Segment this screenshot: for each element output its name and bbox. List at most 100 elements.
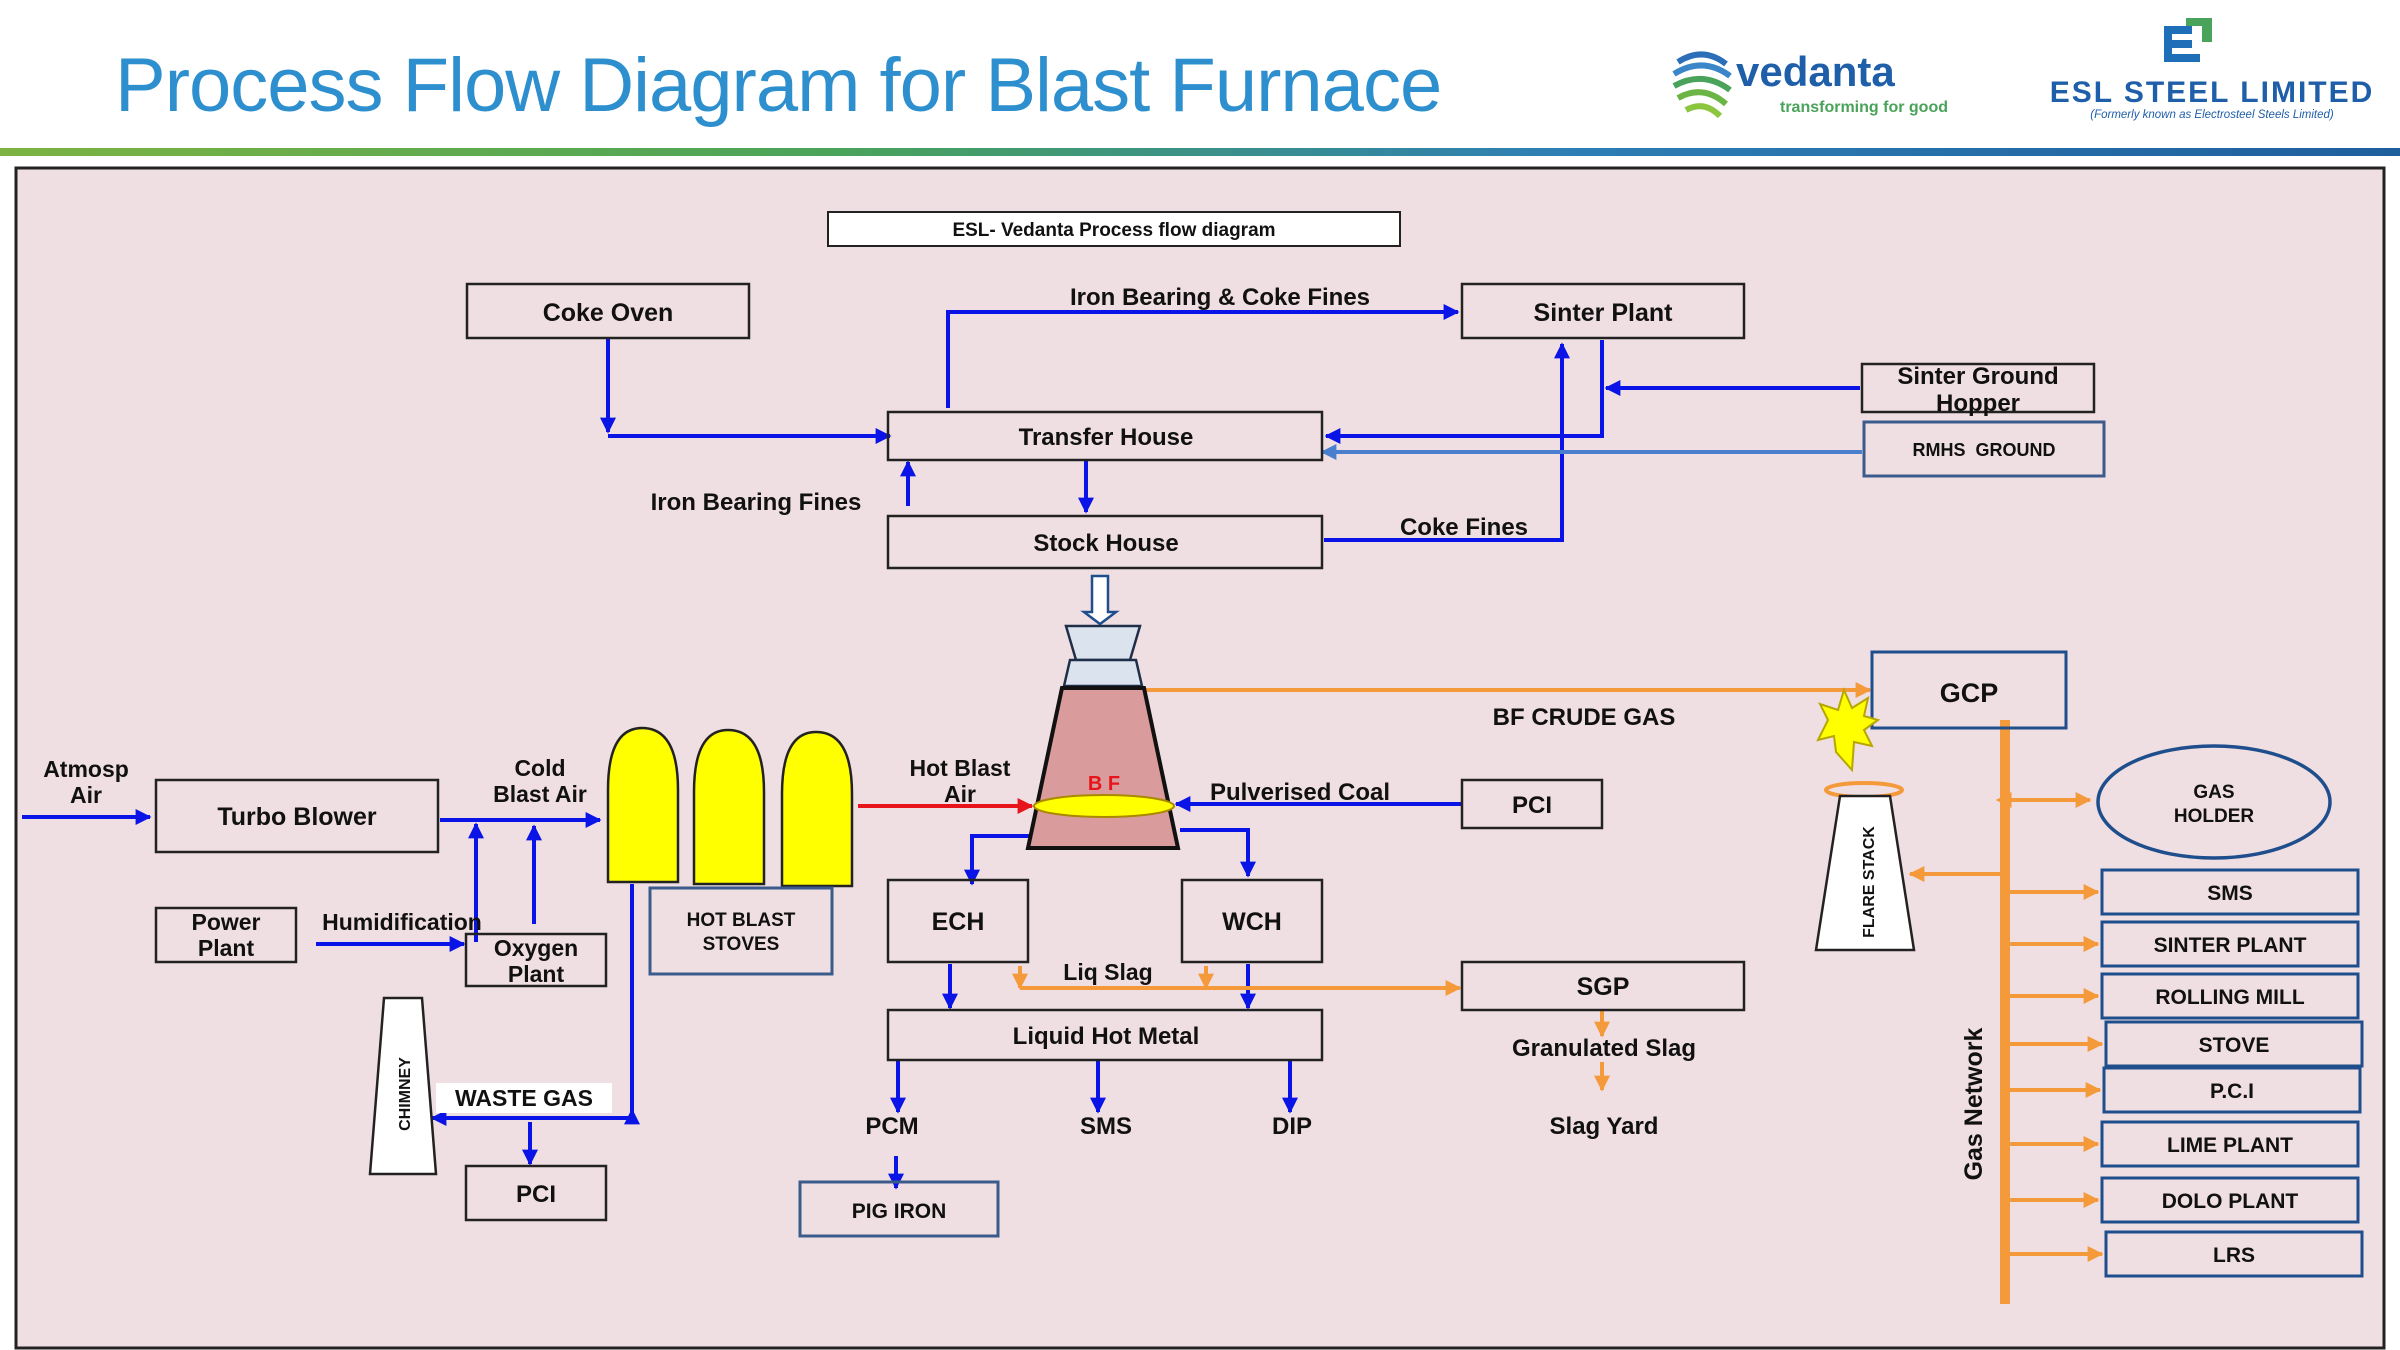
- liquid-hot-metal-label: Liquid Hot Metal: [1013, 1023, 1200, 1050]
- orange-flow-lines: [1012, 682, 2092, 1092]
- bf-crude-gas-label: BF CRUDE GAS: [1493, 704, 1676, 731]
- consumer-label: LIME PLANT: [2167, 1134, 2293, 1157]
- consumer-box: [2104, 1230, 2364, 1278]
- hot-blast-stoves-label-1: HOT BLAST: [687, 910, 796, 931]
- vedanta-tagline: transforming for good: [1780, 99, 1948, 116]
- flare-stack: FLARE STACK: [1814, 687, 1916, 952]
- sgp-label: SGP: [1577, 973, 1630, 1001]
- diagram-caption: ESL- Vedanta Process flow diagram: [952, 220, 1275, 241]
- furnace-top-arrow-icon: [1080, 574, 1120, 626]
- blue-flow-lines: [22, 304, 1860, 1190]
- page-title: Process Flow Diagram for Blast Furnace: [115, 43, 1442, 128]
- waste-gas-label-bg: [436, 1083, 612, 1113]
- consumer-box: [2100, 1120, 2360, 1168]
- gas-holder-label-1: GAS: [2193, 782, 2234, 803]
- gcp-label: GCP: [1940, 678, 1999, 708]
- ech-box: [886, 878, 1030, 964]
- sinter-ground-hopper-box: [1860, 362, 2096, 414]
- oxygen-plant-box: [464, 932, 608, 988]
- vedanta-swirl-icon: [1672, 51, 1732, 119]
- consumer-label: ROLLING MILL: [2155, 986, 2304, 1009]
- sinter-ground-hopper-label-1: Sinter Ground: [1897, 363, 2058, 390]
- consumer-label: STOVE: [2199, 1034, 2270, 1057]
- hot-blast-stoves-label-2: STOVES: [703, 934, 780, 955]
- chimney-icon: [368, 996, 438, 1176]
- pci-top-box: [1460, 778, 1604, 830]
- pig-iron-label: PIG IRON: [852, 1200, 947, 1223]
- gas-holder-shape: [2096, 744, 2332, 860]
- stove-1-icon: [606, 726, 680, 884]
- oxygen-plant-label-2: Plant: [508, 961, 565, 987]
- stock-house-box: [886, 514, 1324, 570]
- transfer-house-box: [886, 410, 1324, 462]
- coke-oven-box: [465, 282, 751, 340]
- liq-slag-label: Liq Slag: [1063, 959, 1152, 985]
- sgp-box: [1460, 960, 1746, 1012]
- atmosp-air-label-1: Atmosp: [43, 756, 129, 782]
- vedanta-name: vedanta: [1736, 48, 1895, 95]
- consumer-box: [2100, 920, 2360, 968]
- diagram-caption-box: [827, 211, 1401, 247]
- pci-bottom-label: PCI: [516, 1181, 556, 1208]
- granulated-slag-label: Granulated Slag: [1512, 1035, 1696, 1062]
- oxygen-plant-label-1: Oxygen: [494, 935, 578, 961]
- pulverised-coal-label: Pulverised Coal: [1210, 779, 1390, 806]
- consumer-label: DOLO PLANT: [2162, 1190, 2299, 1213]
- gas-network-label: Gas Network: [1960, 1027, 1988, 1180]
- power-plant-label-2: Plant: [198, 935, 255, 961]
- tuyere-ring: [1033, 794, 1175, 818]
- esl-subtitle: (Formerly known as Electrosteel Steels L…: [2090, 109, 2334, 121]
- consumer-box: [2100, 1176, 2360, 1224]
- turbo-blower-label: Turbo Blower: [217, 803, 377, 831]
- esl-name: ESL STEEL LIMITED: [2050, 76, 2375, 109]
- hot-blast-air-label-2: Air: [944, 781, 976, 807]
- cold-blast-air-label-2: Blast Air: [493, 781, 587, 807]
- consumer-box: [2100, 972, 2360, 1020]
- liquid-hot-metal-box: [886, 1008, 1324, 1062]
- consumer-box: [2102, 1066, 2362, 1114]
- bf-label: B F: [1088, 773, 1120, 795]
- hot-blast-stoves-box: [648, 886, 834, 976]
- power-plant-box: [154, 906, 298, 964]
- pcm-label: PCM: [865, 1113, 918, 1140]
- gas-network-header: [2000, 720, 2010, 1304]
- pig-iron-box: [798, 1180, 1000, 1238]
- cold-blast-air-label-1: Cold: [514, 755, 565, 781]
- consumer-label: LRS: [2213, 1244, 2255, 1267]
- gas-holder-label-2: HOLDER: [2174, 806, 2255, 827]
- chimney-label: CHIMNEY: [397, 1057, 414, 1131]
- esl-mark-icon: [2164, 18, 2212, 62]
- stove-2-icon: [692, 728, 766, 886]
- flare-flame-icon: [1816, 687, 1881, 773]
- ech-label: ECH: [932, 908, 985, 936]
- header-divider: [0, 148, 2400, 156]
- consumer-box: [2104, 1020, 2364, 1068]
- coke-fines-label: Coke Fines: [1400, 514, 1528, 541]
- pci-top-label: PCI: [1512, 792, 1552, 819]
- slag-yard-label: Slag Yard: [1550, 1113, 1659, 1140]
- sinter-ground-hopper-label-2: Hopper: [1936, 390, 2020, 417]
- coke-oven-label: Coke Oven: [543, 299, 674, 327]
- gas-network-branches: [2010, 884, 2104, 1262]
- pci-bottom-box: [464, 1164, 608, 1222]
- stock-house-label: Stock House: [1033, 530, 1178, 557]
- blast-furnace: B F: [1025, 574, 1181, 850]
- vedanta-logo: vedanta transforming for good: [1672, 48, 1948, 119]
- sms-output-label: SMS: [1080, 1113, 1132, 1140]
- esl-logo: ESL STEEL LIMITED (Formerly known as Ele…: [2050, 18, 2375, 121]
- dip-label: DIP: [1272, 1113, 1312, 1140]
- humidification-label: Humidification: [322, 909, 482, 935]
- turbo-blower-box: [154, 778, 440, 854]
- hot-blast-stoves: [606, 726, 854, 888]
- transfer-house-label: Transfer House: [1019, 424, 1194, 451]
- consumer-label: SMS: [2207, 882, 2253, 905]
- hot-blast-air-label-1: Hot Blast: [910, 755, 1011, 781]
- power-plant-label-1: Power: [191, 909, 260, 935]
- consumer-label: SINTER PLANT: [2154, 934, 2307, 957]
- gcp-box: [1870, 650, 2068, 730]
- stove-3-icon: [780, 730, 854, 888]
- flare-stack-label: FLARE STACK: [1861, 826, 1878, 938]
- wch-box: [1180, 878, 1324, 964]
